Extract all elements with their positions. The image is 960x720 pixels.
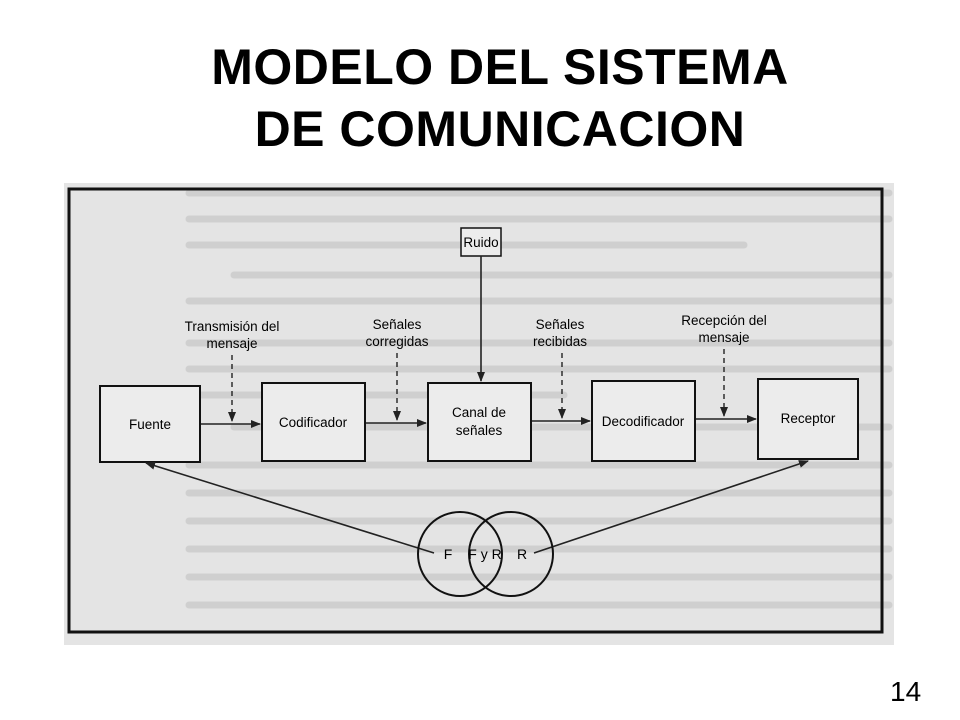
receptor-label: Receptor [781,411,836,426]
background-scan-texture [185,189,893,609]
codificador-label: Codificador [279,415,348,430]
venn-label-f: F [444,546,453,562]
recibidas-label-line-2: recibidas [533,334,587,349]
ruido-label: Ruido [463,235,498,250]
venn-circle-fuente [417,511,503,597]
recibidas-label-line-1: Señales [536,317,585,332]
page-title-line-2: DE COMUNICACION [254,101,746,157]
canal-label-line-2: señales [456,423,503,438]
corregidas-label-line-2: corregidas [365,334,428,349]
page-title-line-1: MODELO DEL SISTEMA [211,39,789,95]
page-number: 14 [890,676,922,707]
codificador-box [261,382,366,462]
line-venn-to-fuente [145,461,435,554]
recepcion-label-line-1: Recepción del [681,313,767,328]
outer-frame [67,187,884,634]
decodificador-box [591,380,696,462]
venn-label-r: R [517,546,527,562]
fuente-label: Fuente [129,417,171,432]
receptor-box [757,378,859,460]
canal-box [427,382,532,462]
transmision-label-line-2: mensaje [206,336,257,351]
recepcion-label-line-2: mensaje [698,330,749,345]
venn-circle-receptor [468,511,554,597]
fuente-box [99,385,201,463]
canal-label-line-1: Canal de [452,405,506,420]
decodificador-label: Decodificador [602,414,685,429]
line-venn-to-receptor [533,460,809,554]
venn-label-fyr: F y R [468,546,501,562]
transmision-label-line-1: Transmisión del [185,319,280,334]
corregidas-label-line-1: Señales [373,317,422,332]
communication-diagram: Fuente Codificador Canal de señales Deco… [67,187,893,634]
communication-model-figure: Fuente Codificador Canal de señales Deco… [64,183,894,645]
